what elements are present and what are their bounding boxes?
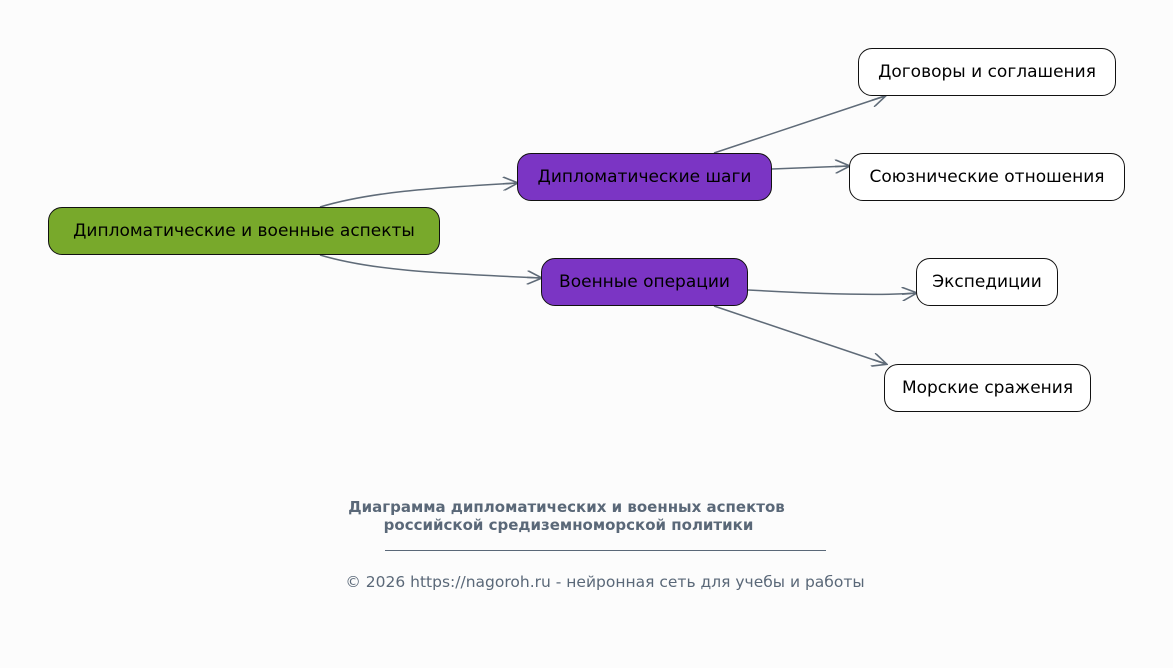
node-label: Договоры и соглашения: [878, 62, 1096, 82]
edge-diplomatic-treaties: [713, 96, 885, 154]
divider: [385, 550, 826, 551]
node-expeditions: Экспедиции: [916, 258, 1058, 306]
node-label: Военные операции: [559, 272, 730, 292]
edge-root-diplomatic: [319, 183, 517, 208]
node-label: Дипломатические шаги: [537, 167, 752, 187]
node-military-operations: Военные операции: [541, 258, 748, 306]
node-alliances: Союзнические отношения: [849, 153, 1125, 201]
copyright: © 2026 https://nagoroh.ru - нейронная се…: [345, 573, 865, 591]
diagram-title-line2: российской средиземноморской политики: [383, 516, 754, 534]
node-treaties: Договоры и соглашения: [858, 48, 1116, 96]
node-root: Дипломатические и военные аспекты: [48, 207, 440, 255]
edge-diplomatic-alliances: [771, 166, 849, 169]
node-label: Союзнические отношения: [869, 167, 1105, 187]
node-label: Дипломатические и военные аспекты: [73, 221, 415, 241]
node-naval-battles: Морские сражения: [884, 364, 1091, 412]
node-diplomatic-steps: Дипломатические шаги: [517, 153, 772, 201]
node-label: Морские сражения: [901, 378, 1074, 398]
edge-root-military: [319, 254, 541, 278]
diagram-title-line1: Диаграмма дипломатических и военных аспе…: [348, 498, 785, 516]
node-label: Экспедиции: [932, 272, 1042, 292]
edge-military-expeditions: [747, 290, 916, 294]
edge-military-naval: [713, 305, 886, 364]
